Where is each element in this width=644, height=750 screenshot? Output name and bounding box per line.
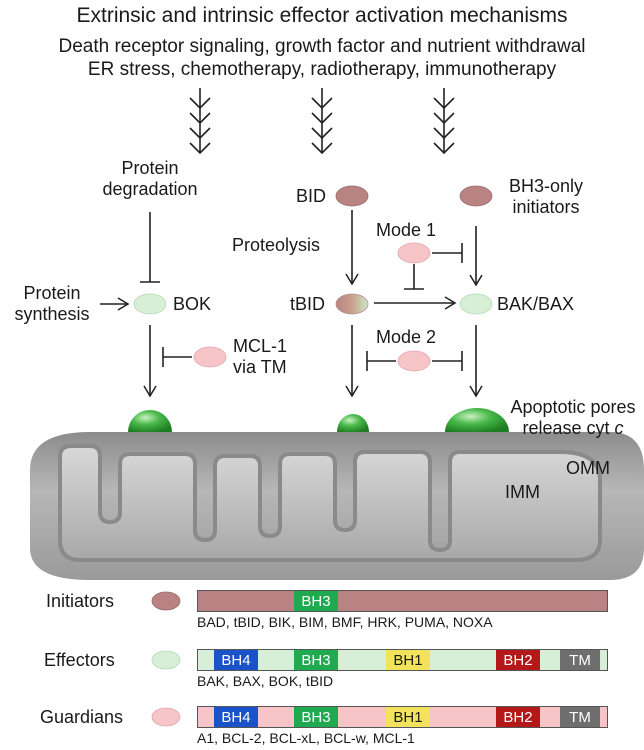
mode2-guardian-oval	[397, 350, 431, 372]
mcl1-label: MCL-1 via TM	[233, 336, 288, 377]
legend-guardians-label: Guardians	[40, 707, 124, 727]
legend-initiators-label: Initiators	[46, 591, 115, 611]
initiator-domain-bar: BH3	[197, 590, 608, 612]
inner-membrane	[58, 444, 602, 562]
mcl1-oval	[193, 346, 227, 368]
tbid-oval	[335, 293, 369, 315]
degradation-inhibition	[140, 212, 160, 283]
bh2-domain: BH2	[496, 650, 540, 670]
legend-effector-oval	[151, 650, 181, 670]
legend-guardian-oval	[151, 707, 181, 727]
mode1-label: Mode 1	[376, 220, 437, 240]
bh4-domain: BH4	[214, 707, 258, 727]
protein-degradation-label: Protein degradation	[102, 158, 198, 199]
tm-domain: TM	[560, 650, 600, 670]
effector-members: BAK, BAX, BOK, tBID	[197, 673, 334, 689]
bid-label: BID	[296, 186, 327, 206]
bok-oval	[133, 293, 167, 315]
signal-chevrons-middle	[311, 88, 333, 155]
stimuli-line-2: ER stress, chemotherapy, radiotherapy, i…	[87, 59, 557, 80]
stimuli-line-1: Death receptor signaling, growth factor …	[58, 36, 586, 57]
mode1-inhibition	[404, 243, 463, 290]
bok-label: BOK	[173, 294, 212, 314]
signal-chevrons-left	[189, 88, 211, 155]
initiator-members: BAD, tBID, BIK, BIM, BMF, HRK, PUMA, NOX…	[197, 614, 493, 630]
diagram-title: Extrinsic and intrinsic effector activat…	[76, 4, 568, 27]
mitochondrion	[30, 432, 644, 580]
guardian-domain-bar: BH4 BH3 BH1 BH2 TM	[197, 706, 608, 728]
imm-label: IMM	[505, 482, 540, 502]
bh3-domain: BH3	[294, 591, 338, 611]
bh1-domain: BH1	[386, 650, 430, 670]
protein-synthesis-label: Protein synthesis	[14, 283, 90, 324]
pore-arrows	[143, 325, 483, 398]
legend-effectors-label: Effectors	[44, 650, 115, 670]
legend-initiator-oval	[151, 591, 181, 611]
mode1-guardian-oval	[397, 242, 431, 264]
bh2-domain: BH2	[496, 707, 540, 727]
pore-left	[128, 410, 172, 432]
bak-bax-oval	[459, 293, 493, 315]
mcl1-inhibition	[162, 347, 192, 367]
mode2-inhibition	[366, 351, 463, 371]
mode2-label: Mode 2	[376, 327, 437, 347]
bid-oval	[335, 185, 369, 207]
bh3-domain: BH3	[294, 650, 338, 670]
guardian-members: A1, BCL-2, BCL-xL, BCL-w, MCL-1	[197, 730, 415, 746]
signal-chevrons-right	[433, 88, 455, 155]
bak-bax-label: BAK/BAX	[497, 294, 575, 314]
bh4-domain: BH4	[214, 650, 258, 670]
tbid-label: tBID	[290, 294, 326, 314]
bh3-only-label: BH3-only initiators	[508, 176, 584, 217]
tm-domain: TM	[560, 707, 600, 727]
proteolysis-label: Proteolysis	[232, 235, 321, 255]
bh3-only-oval	[459, 185, 493, 207]
bh3-domain: BH3	[294, 707, 338, 727]
pore-right	[445, 408, 509, 432]
pore-middle	[337, 414, 369, 432]
apoptotic-pores-label: Apoptotic pores release cyt c	[510, 397, 636, 438]
bh1-domain: BH1	[386, 707, 430, 727]
effector-domain-bar: BH4 BH3 BH1 BH2 TM	[197, 649, 608, 671]
omm-label: OMM	[566, 458, 610, 478]
